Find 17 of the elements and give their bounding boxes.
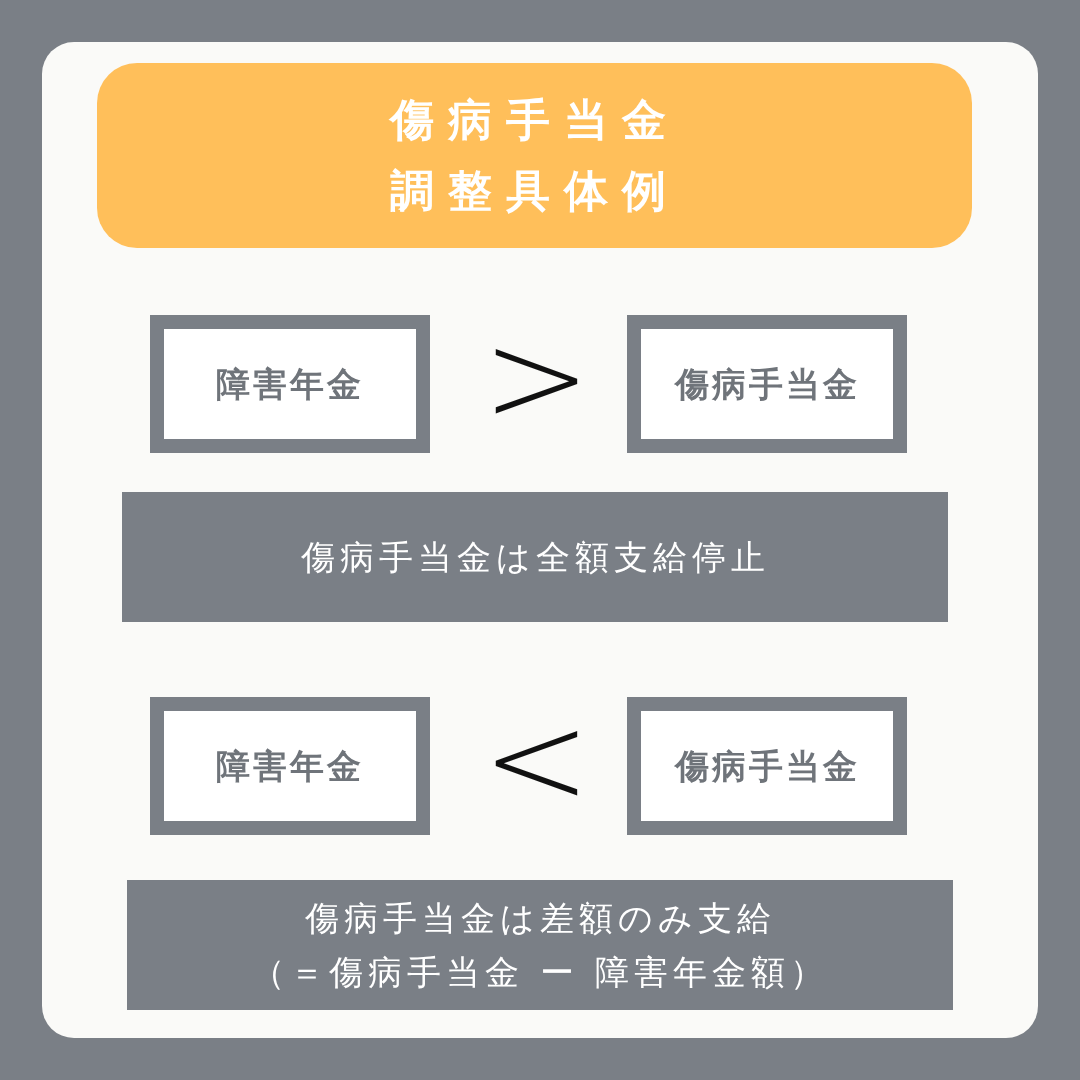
label-box [627, 315, 907, 453]
box-label: 障害年金 [216, 362, 364, 406]
comparison-sign: > [482, 312, 591, 442]
result-text: 傷病手当金は差額のみ支給 [304, 896, 776, 940]
label-box [627, 697, 907, 835]
box-label: 障害年金 [216, 744, 364, 788]
label-box [150, 697, 430, 835]
result-text: （＝傷病手当金 ー 障害年金額） [251, 951, 829, 994]
result-text: 傷病手当金は全額支給停止 [300, 535, 770, 579]
label-box [150, 315, 430, 453]
comparison-sign: < [482, 694, 591, 824]
title-banner [97, 63, 972, 248]
banner-title: 傷病手当金調整具体例 [388, 93, 681, 218]
box-label: 傷病手当金 [674, 744, 860, 788]
result-panel [127, 880, 953, 1010]
box-label: 傷病手当金 [674, 362, 860, 406]
result-panel [122, 492, 948, 622]
